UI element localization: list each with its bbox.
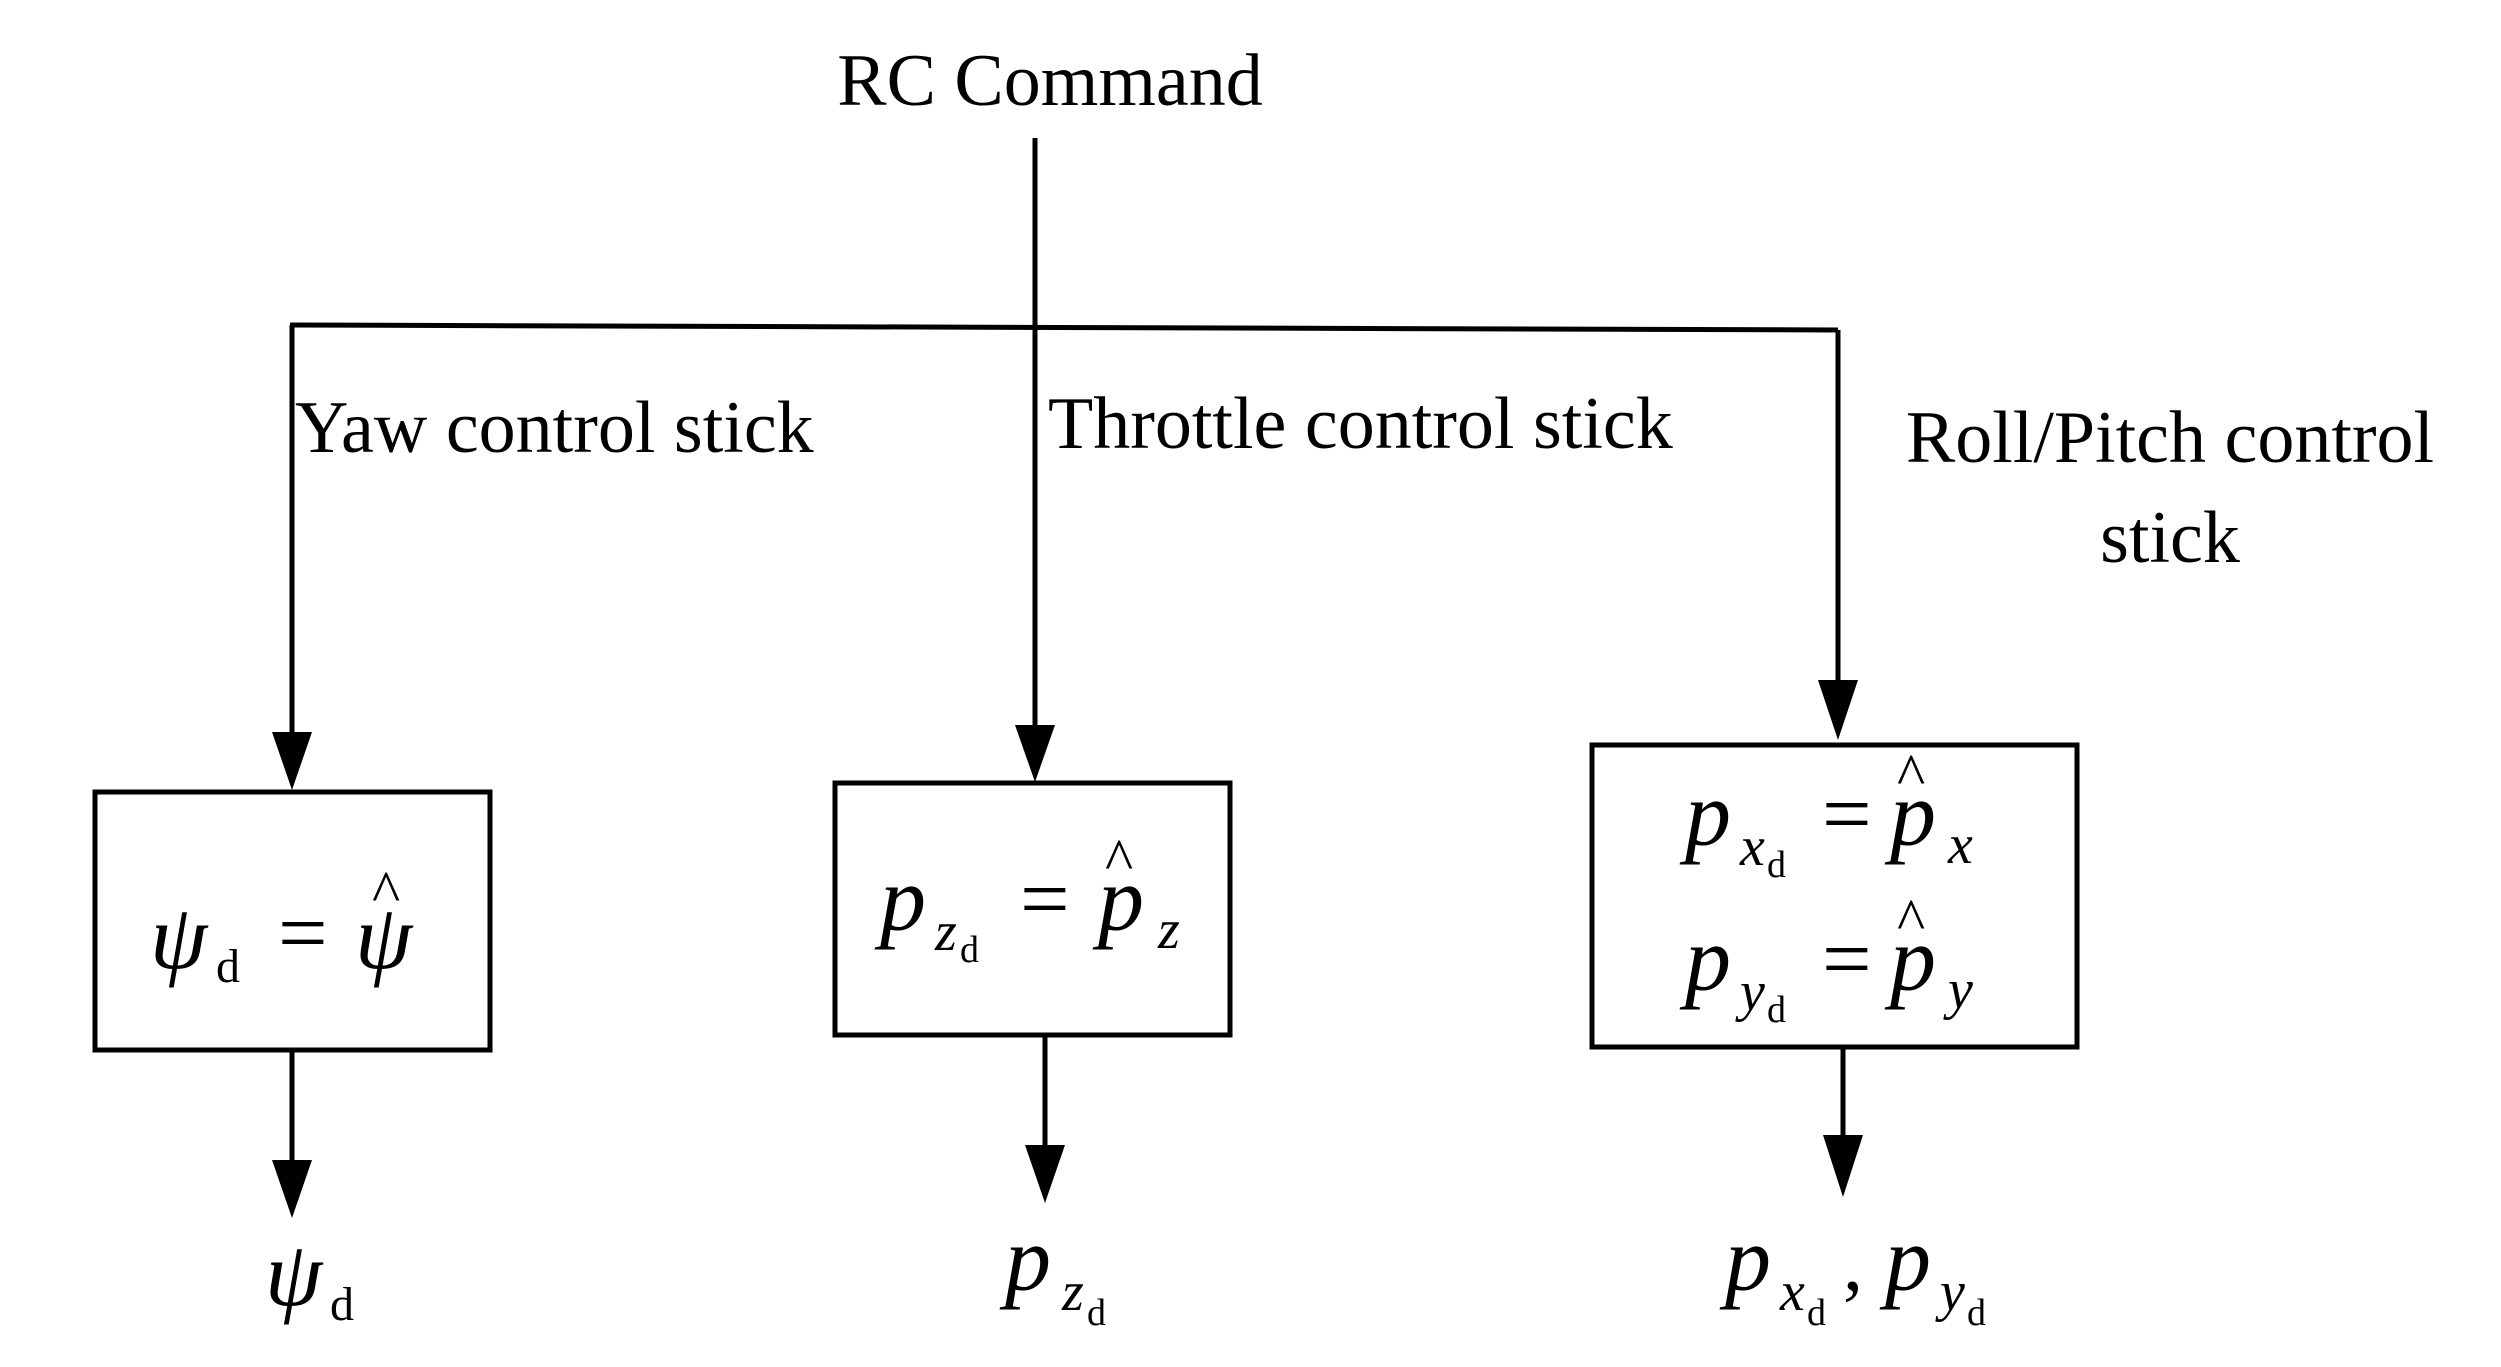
svg-text:^: ^ <box>1897 887 1925 953</box>
svg-text:d: d <box>1807 1292 1826 1334</box>
distribution-bus-line <box>289 322 1839 333</box>
svg-text:,: , <box>1843 1220 1863 1308</box>
rollpitch-setpoint-box <box>1589 742 2080 1050</box>
svg-text:d: d <box>1767 989 1786 1031</box>
svg-text:x: x <box>1947 814 1973 876</box>
throttle-box-equation: p z d = p ^ z <box>874 827 1180 971</box>
svg-text:y: y <box>1935 1261 1965 1323</box>
svg-text:=: = <box>1020 851 1070 948</box>
rollpitch-output-label: p x d , p y d <box>1719 1208 1986 1334</box>
svg-text:p: p <box>1092 848 1144 950</box>
svg-text:d: d <box>1087 1292 1106 1334</box>
svg-text:d: d <box>960 929 979 971</box>
svg-text:ψ: ψ <box>150 886 209 988</box>
svg-text:d: d <box>330 1278 354 1331</box>
throttle-output-label: p z d <box>999 1208 1106 1334</box>
svg-text:=: = <box>278 885 328 982</box>
yaw-input-arrowhead <box>272 732 312 790</box>
svg-text:d: d <box>1967 1292 1986 1334</box>
svg-text:^: ^ <box>1105 827 1133 893</box>
svg-text:p: p <box>874 848 926 950</box>
svg-text:y: y <box>1943 959 1973 1021</box>
svg-text:ψ: ψ <box>265 1223 324 1325</box>
svg-text:p: p <box>1719 1208 1771 1310</box>
rollpitch-box-equation-y: p y d = p ^ y <box>1679 887 1973 1031</box>
throttle-branch-label: Throttle control stick <box>1048 383 1673 465</box>
svg-text:y: y <box>1735 961 1765 1023</box>
svg-text:p: p <box>1879 1208 1931 1310</box>
rollpitch-branch-label-line2: stick <box>2100 497 2240 579</box>
yaw-output-arrowhead <box>272 1160 312 1218</box>
connector-lines <box>289 138 1839 333</box>
rollpitch-input-arrowhead <box>1818 680 1858 740</box>
yaw-branch-label: Yaw control stick <box>295 387 814 469</box>
rollpitch-branch-label-line1: Roll/Pitch control <box>1906 397 2434 479</box>
svg-text:^: ^ <box>372 859 400 925</box>
svg-text:z: z <box>934 901 957 963</box>
svg-text:d: d <box>216 940 240 993</box>
svg-text:x: x <box>1779 1261 1805 1323</box>
throttle-output-arrowhead <box>1025 1145 1065 1203</box>
yaw-setpoint-box <box>92 789 493 1053</box>
svg-text:=: = <box>1822 766 1872 863</box>
yaw-box-equation: ψ d = ψ ^ <box>150 859 414 993</box>
svg-text:^: ^ <box>1897 742 1925 808</box>
svg-text:p: p <box>1679 908 1731 1010</box>
diagram-title: RC Command <box>837 40 1263 122</box>
svg-text:p: p <box>1884 763 1936 865</box>
svg-text:z: z <box>1061 1261 1084 1323</box>
svg-text:p: p <box>1679 763 1731 865</box>
svg-text:z: z <box>1157 899 1180 961</box>
throttle-input-arrowhead <box>1015 725 1055 782</box>
yaw-output-label: ψ d <box>265 1223 354 1331</box>
svg-text:d: d <box>1767 844 1786 886</box>
svg-text:p: p <box>1884 908 1936 1010</box>
svg-text:=: = <box>1822 911 1872 1008</box>
throttle-setpoint-box <box>832 780 1233 1038</box>
svg-text:p: p <box>999 1208 1051 1310</box>
svg-text:ψ: ψ <box>355 886 414 988</box>
rollpitch-output-arrowhead <box>1823 1135 1863 1197</box>
rollpitch-box-equation-x: p x d = p ^ x <box>1679 742 1973 886</box>
svg-text:x: x <box>1739 816 1765 878</box>
